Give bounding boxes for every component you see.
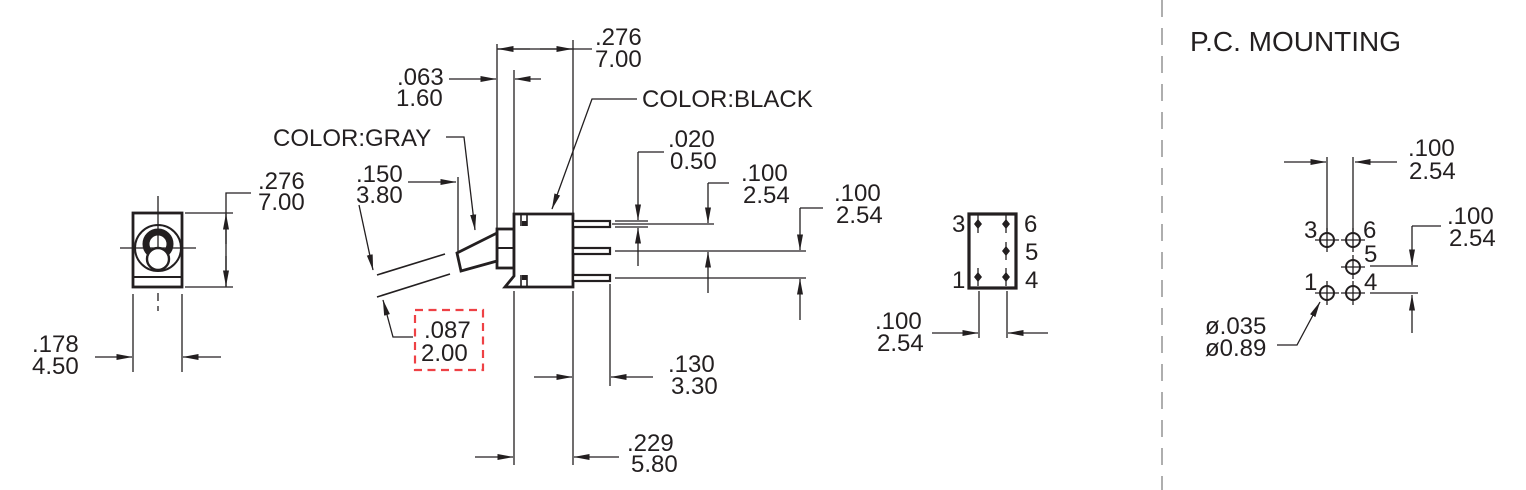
actuator-lever <box>455 230 499 273</box>
body-color-label: COLOR:BLACK <box>642 86 813 113</box>
pc-pitch-v-in: .100 <box>1447 203 1494 230</box>
bottom-view-pins <box>974 215 1010 286</box>
pc-pin-6-label: 6 <box>1363 217 1376 244</box>
terminal-pitch-upper-mm: 2.54 <box>743 182 790 209</box>
bottom-view: 3 6 5 1 4 .100 2.54 <box>875 211 1048 357</box>
pc-hole-dia-in: ø.035 <box>1205 313 1266 340</box>
side-depth-mm: 7.00 <box>595 46 642 73</box>
side-view: .276 7.00 .063 1.60 COLOR:GRAY COLOR:BLA… <box>273 24 883 478</box>
bushing-depth-in: .063 <box>397 64 444 91</box>
pc-pitch-h-mm: 2.54 <box>1409 158 1456 185</box>
terminal-thickness-mm: 0.50 <box>670 148 717 175</box>
bottom-pin-3-label: 3 <box>952 211 965 238</box>
terminal-length-in: .130 <box>668 351 715 378</box>
pc-pin-5-label: 5 <box>1364 241 1377 268</box>
front-width-in: .178 <box>32 331 79 358</box>
front-view: .276 7.00 .178 4.50 <box>32 168 305 380</box>
bottom-pin-4-label: 4 <box>1025 267 1038 294</box>
pc-mounting-title: P.C. MOUNTING <box>1190 26 1401 57</box>
pc-pin-3-label: 3 <box>1304 217 1317 244</box>
pc-pin-4-label: 4 <box>1364 269 1377 296</box>
bottom-pin-6-label: 6 <box>1024 211 1037 238</box>
terminal-pitch-upper-in: .100 <box>741 160 788 187</box>
pc-pitch-h-in: .100 <box>1408 135 1455 162</box>
pc-mounting-section: P.C. MOUNTING .100 2.54 3 6 5 1 4 .100 2… <box>1161 0 1496 490</box>
side-depth-in: .276 <box>595 24 642 51</box>
actuator-length-mm: 3.80 <box>356 182 403 209</box>
actuator-dia-mm: 2.00 <box>421 340 468 367</box>
terminal-length-mm: 3.30 <box>671 373 718 400</box>
pc-hole-dia-mm: ø0.89 <box>1205 335 1266 362</box>
terminal-pitch-lower-mm: 2.54 <box>836 202 883 229</box>
terminal-thickness-in: .020 <box>668 126 715 153</box>
pc-pin-1-label: 1 <box>1304 269 1317 296</box>
actuator-length-in: .150 <box>356 161 403 188</box>
front-height-in: .276 <box>258 168 305 195</box>
bottom-pitch-mm: 2.54 <box>877 330 924 357</box>
front-height-mm: 7.00 <box>258 189 305 216</box>
body-depth-mm: 5.80 <box>631 451 678 478</box>
bottom-pin-5-label: 5 <box>1025 239 1038 266</box>
switch-body <box>502 212 575 289</box>
actuator-dia-in: .087 <box>424 317 471 344</box>
highlighted-dimension-box <box>413 308 485 372</box>
pc-pitch-v-mm: 2.54 <box>1449 225 1496 252</box>
bushing-depth-mm: 1.60 <box>396 85 443 112</box>
actuator-color-label: COLOR:GRAY <box>273 125 431 152</box>
body-depth-in: .229 <box>627 430 674 457</box>
bottom-pitch-in: .100 <box>875 308 922 335</box>
terminal-pitch-lower-in: .100 <box>834 180 881 207</box>
front-width-mm: 4.50 <box>32 353 79 380</box>
pc-mounting-holes <box>1315 228 1365 305</box>
bottom-pin-1-label: 1 <box>952 267 965 294</box>
